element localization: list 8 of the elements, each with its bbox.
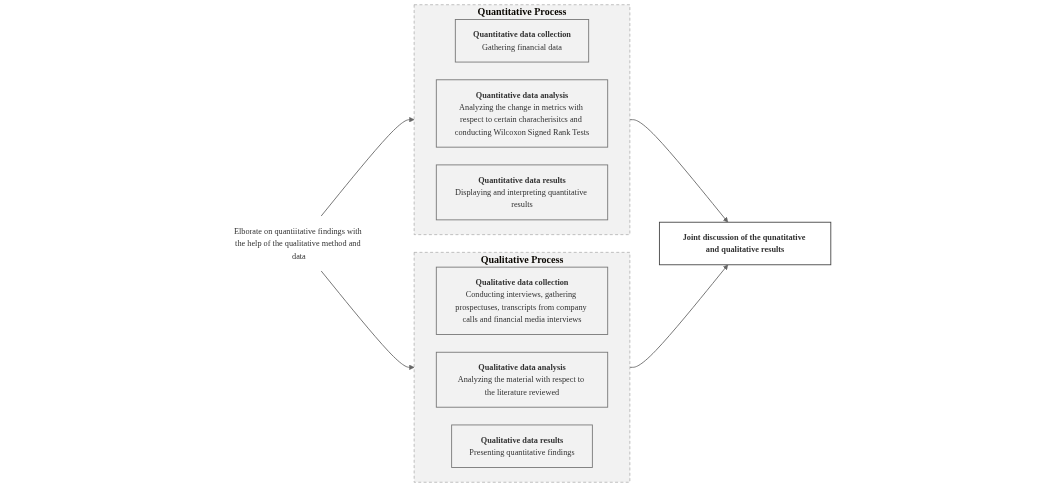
node-box: Qualitative data collection Conducting interviews, gathering prospectuses, transcripts from company calls and financial media interviews (435, 266, 609, 335)
node-box: Quantitative data results Displaying and interpreting quantitative results (435, 164, 609, 221)
node-text: Elborate on quantiitative findings with the help of the qualitative method and data (233, 226, 362, 261)
node-box: Quantitative data collection Gathering financial data (454, 19, 590, 63)
node-box: Joint discussion of the qunatitative and qualitative results (658, 221, 832, 266)
node-box: Quantitative data analysis Analyzing the change in metrics with respect to certain characherisitcs and conducting Wilcoxon Signed Rank Tests (435, 79, 609, 148)
node-box: Qualitative data analysis Analyzing the material with respect to the literature reviewed (435, 351, 609, 408)
node-box: Qualitative data results Presenting quantitative findings (451, 424, 593, 468)
